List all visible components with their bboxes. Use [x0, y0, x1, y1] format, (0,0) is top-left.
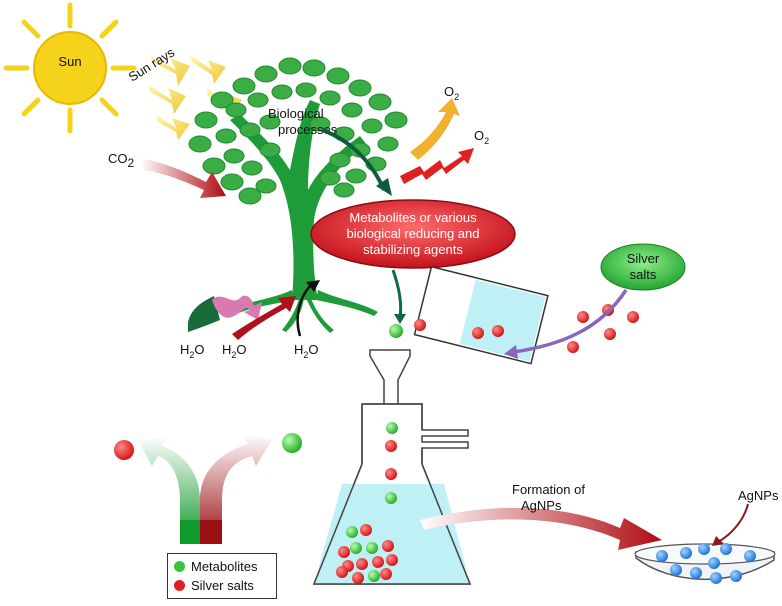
h2o-label-1: H2O [180, 342, 205, 360]
h2o-red-arrow [232, 296, 296, 340]
biological-processes-label-1: Biological [268, 106, 324, 121]
silver-salts-ellipse [600, 243, 686, 291]
beaker-icon [413, 265, 549, 365]
o2-label-top: O2 [444, 84, 459, 102]
silver-pour-arrowhead [504, 345, 518, 359]
biological-processes-label-2: processes [278, 122, 338, 137]
sun-icon [3, 2, 137, 134]
agnps-pointer-head [712, 536, 724, 546]
metabolite-drop-arrowhead [394, 314, 406, 324]
co2-label: CO2 [108, 151, 135, 170]
legend-item-silver-salts: Silver salts [174, 576, 270, 595]
metabolite-drop [389, 324, 403, 338]
left-silver-ball [114, 440, 134, 460]
sun-label: Sun [58, 54, 81, 69]
legend-item-metabolites: Metabolites [174, 557, 270, 576]
co2-arrow [140, 158, 226, 198]
legend-swatch-metabolites [174, 561, 185, 572]
silver-particles [567, 304, 639, 353]
silver-salts-label-2: salts [630, 267, 657, 282]
biological-arrow [321, 128, 386, 191]
h2o-leaf-shape [188, 296, 220, 332]
nanoparticles [656, 543, 756, 584]
flask-drops [385, 422, 398, 504]
agnps-pointer [717, 503, 749, 543]
metabolites-ellipse [310, 199, 516, 269]
silver-pour-arrow [513, 289, 628, 354]
formation-label-1: Formation of [512, 482, 585, 497]
biological-arrowhead [376, 178, 392, 196]
tree-icon [188, 57, 408, 333]
formation-label-2: AgNPs [521, 498, 562, 513]
legend-label-silver-salts: Silver salts [191, 578, 254, 593]
formation-arrow [420, 507, 662, 550]
metabolite-drop-arrow [391, 269, 403, 319]
metabolites-label-3: stabilizing agents [363, 242, 463, 257]
flask-mixture [336, 524, 398, 584]
legend-swatch-silver-salts [174, 580, 185, 591]
h2o-pink-arrow [212, 295, 262, 320]
right-metabolite-ball [282, 433, 302, 453]
funnel-icon [369, 349, 411, 409]
metabolites-label-1: Metabolites or various [349, 210, 477, 225]
silver-salts-label-1: Silver [627, 251, 660, 266]
legend: Metabolites Silver salts [167, 553, 277, 599]
diverging-arrows [138, 434, 272, 544]
h2o-black-arrow [296, 283, 313, 337]
o2-arrow-red [400, 148, 474, 184]
sun-rays-label: Sun rays [126, 44, 178, 84]
metabolites-label-2: biological reducing and [347, 226, 480, 241]
o2-label-right: O2 [474, 128, 489, 146]
o2-arrow-yellow [410, 98, 460, 160]
h2o-black-arrowhead [306, 280, 320, 292]
h2o-label-2: H2O [222, 342, 247, 360]
h2o-label-3: H2O [294, 342, 319, 360]
silver-drops-in-beaker [414, 319, 504, 339]
legend-label-metabolites: Metabolites [191, 559, 258, 574]
agnps-label: AgNPs [738, 488, 779, 503]
